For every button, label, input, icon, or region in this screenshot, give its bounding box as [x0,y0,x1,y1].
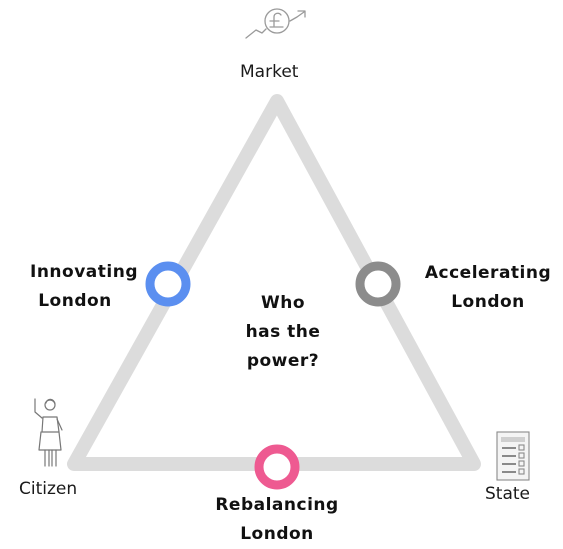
rebalancing-label-line-1: Rebalancing [215,495,339,515]
citizen-label: Citizen [19,479,78,499]
innovating-label-line-1: Innovating [30,262,138,282]
ballot-paper-icon [496,431,530,481]
innovating-node [145,261,191,307]
center-question-line-3: power? [246,351,320,371]
state-label: State [485,484,530,504]
person-raising-hand-icon [34,398,63,467]
accelerating-label-line-1: Accelerating [424,263,552,283]
center-question-line-2: has the [245,322,321,342]
pound-growth-icon [245,8,306,39]
center-question: Who has the power? [223,289,343,376]
center-question-line-1: Who [260,293,306,313]
innovating-label: Innovating London [12,258,138,316]
accelerating-node [355,261,401,307]
innovating-label-line-2: London [38,291,112,311]
accelerating-label-line-2: London [451,292,525,312]
rebalancing-node [254,444,300,490]
rebalancing-label: Rebalancing London [197,491,357,549]
accelerating-label: Accelerating London [413,259,563,317]
rebalancing-label-line-2: London [240,524,314,544]
market-label: Market [240,62,299,82]
